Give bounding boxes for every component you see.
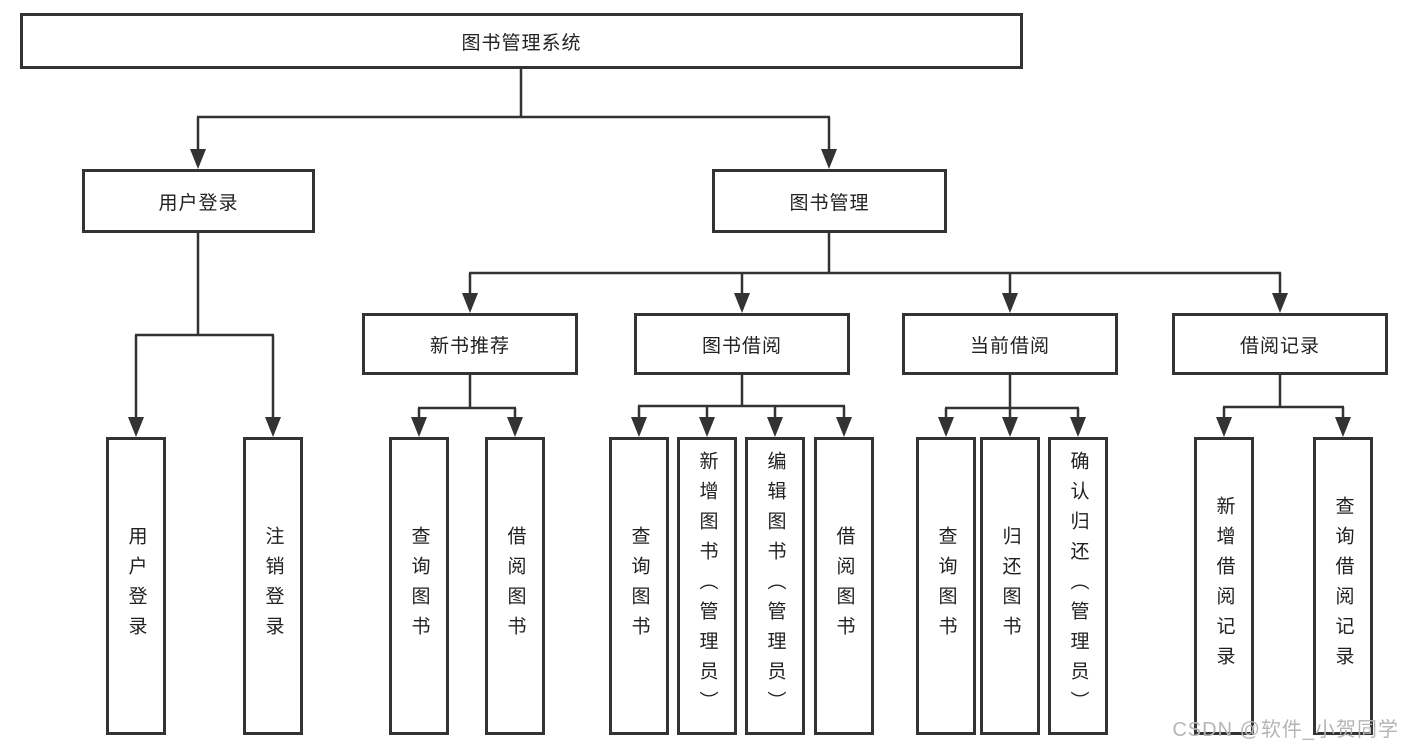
- leaf-borrow-edit-books-admin-label: 编辑图书（管理员）: [764, 451, 786, 721]
- leaf-current-confirm-return-admin-label: 确认归还（管理员）: [1067, 451, 1089, 721]
- arrowhead: [128, 417, 144, 437]
- leaf-newbook-borrow-books: 借阅图书: [485, 437, 545, 735]
- arrowhead: [462, 293, 478, 313]
- node-borrow-records: 借阅记录: [1172, 313, 1388, 375]
- leaf-newbook-query-books: 查询图书: [389, 437, 449, 735]
- leaf-borrow-edit-books-admin: 编辑图书（管理员）: [745, 437, 805, 735]
- arrowhead: [767, 417, 783, 437]
- leaf-borrow-add-books-admin-label: 新增图书（管理员）: [696, 451, 718, 721]
- leaf-current-return-books-label: 归还图书: [999, 526, 1021, 646]
- leaf-logout-label: 注销登录: [262, 526, 284, 646]
- leaf-newbook-borrow-books-label: 借阅图书: [504, 526, 526, 646]
- node-borrow-records-label: 借阅记录: [1239, 335, 1320, 357]
- leaf-current-confirm-return-admin: 确认归还（管理员）: [1048, 437, 1108, 735]
- leaf-records-add-record: 新增借阅记录: [1194, 437, 1254, 735]
- arrowhead: [1216, 417, 1232, 437]
- arrowhead: [507, 417, 523, 437]
- node-user-login-label: 用户登录: [158, 192, 239, 214]
- arrowhead: [1335, 417, 1351, 437]
- arrowhead: [836, 417, 852, 437]
- leaf-borrow-borrow-books-label: 借阅图书: [833, 526, 855, 646]
- node-book-management: 图书管理: [712, 169, 947, 233]
- leaf-logout: 注销登录: [243, 437, 303, 735]
- watermark: CSDN @软件_小贺同学: [1172, 719, 1399, 741]
- leaf-records-query-record-label: 查询借阅记录: [1332, 496, 1354, 676]
- leaf-borrow-borrow-books: 借阅图书: [814, 437, 874, 735]
- arrowhead: [631, 417, 647, 437]
- node-book-management-label: 图书管理: [789, 192, 870, 214]
- leaf-records-add-record-label: 新增借阅记录: [1213, 496, 1235, 676]
- arrowhead: [1002, 417, 1018, 437]
- arrowhead: [190, 149, 206, 169]
- node-new-book-recommend: 新书推荐: [362, 313, 578, 375]
- leaf-current-return-books: 归还图书: [980, 437, 1040, 735]
- arrowhead: [734, 293, 750, 313]
- leaf-user-login-label: 用户登录: [125, 526, 147, 646]
- arrowhead: [1272, 293, 1288, 313]
- node-root-label: 图书管理系统: [461, 32, 582, 54]
- node-new-book-recommend-label: 新书推荐: [429, 335, 510, 357]
- node-user-login: 用户登录: [82, 169, 315, 233]
- leaf-current-query-books: 查询图书: [916, 437, 976, 735]
- node-book-borrow: 图书借阅: [634, 313, 850, 375]
- leaf-borrow-query-books: 查询图书: [609, 437, 669, 735]
- arrowhead: [821, 149, 837, 169]
- node-current-borrow-label: 当前借阅: [969, 335, 1050, 357]
- node-root: 图书管理系统: [20, 13, 1023, 69]
- arrowhead: [1070, 417, 1086, 437]
- arrowhead: [1002, 293, 1018, 313]
- leaf-borrow-query-books-label: 查询图书: [628, 526, 650, 646]
- arrowhead: [938, 417, 954, 437]
- arrowhead: [699, 417, 715, 437]
- leaf-current-query-books-label: 查询图书: [935, 526, 957, 646]
- node-current-borrow: 当前借阅: [902, 313, 1118, 375]
- arrowhead: [265, 417, 281, 437]
- leaf-records-query-record: 查询借阅记录: [1313, 437, 1373, 735]
- node-book-borrow-label: 图书借阅: [701, 335, 782, 357]
- leaf-borrow-add-books-admin: 新增图书（管理员）: [677, 437, 737, 735]
- arrowhead: [411, 417, 427, 437]
- leaf-newbook-query-books-label: 查询图书: [408, 526, 430, 646]
- leaf-user-login: 用户登录: [106, 437, 166, 735]
